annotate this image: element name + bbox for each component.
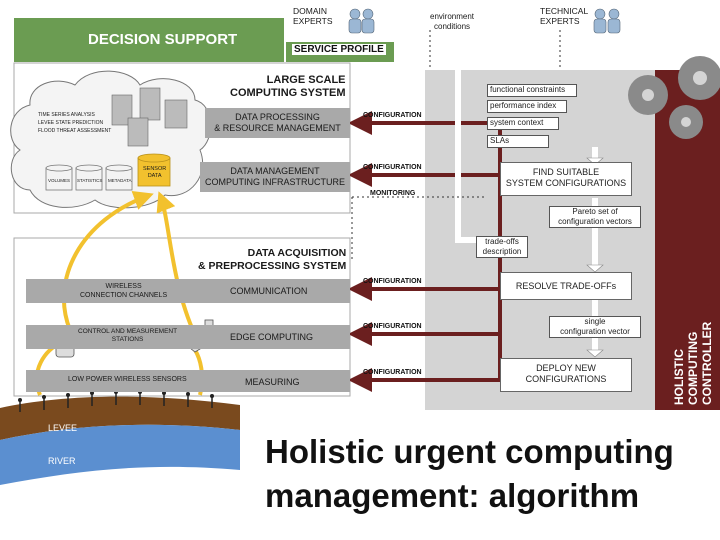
data-processing-band bbox=[205, 108, 350, 138]
configuration-tag-3: CONFIGURATION bbox=[363, 278, 422, 285]
yellow-arrow-right bbox=[156, 191, 197, 336]
large-scale-title: LARGE SCALE COMPUTING SYSTEM bbox=[230, 74, 346, 99]
resolve-tradeoffs-box: RESOLVE TRADE-OFFs bbox=[500, 272, 632, 300]
deploy-box: DEPLOY NEW CONFIGURATIONS bbox=[500, 358, 632, 392]
people-icons bbox=[348, 8, 621, 34]
pareto-set-label: Pareto set of configuration vectors bbox=[558, 207, 632, 226]
find-configurations-label: FIND SUITABLE SYSTEM CONFIGURATIONS bbox=[505, 167, 627, 188]
db-label-volumes: VOLUMES bbox=[48, 178, 71, 183]
yellow-arrow-left bbox=[61, 190, 154, 331]
db-label-statistics: STATISTICS bbox=[77, 178, 103, 183]
cloud-item-2: LEVEE STATE PREDICTION bbox=[38, 120, 104, 126]
sensor-icons bbox=[19, 392, 213, 412]
performance-index-box: performance index bbox=[487, 100, 567, 113]
system-context-box: system context bbox=[487, 117, 559, 130]
low-power-sensors-label: LOW POWER WIRELESS SENSORS bbox=[68, 376, 187, 383]
river-label: RIVER bbox=[48, 456, 76, 466]
db-label-metadata: METADATA bbox=[108, 178, 132, 183]
cloud-item-1: TIME SERIES ANALYSIS bbox=[38, 112, 95, 118]
configuration-tag-2: CONFIGURATION bbox=[363, 164, 422, 171]
sensor-data-icon bbox=[137, 153, 171, 187]
levee-label: LEVEE bbox=[48, 423, 78, 433]
decision-support-title: DECISION SUPPORT bbox=[88, 31, 238, 48]
deploy-label: DEPLOY NEW CONFIGURATIONS bbox=[525, 363, 607, 384]
communication-label: COMMUNICATION bbox=[230, 286, 308, 296]
data-management-band bbox=[200, 162, 350, 192]
configuration-tag-4: CONFIGURATION bbox=[363, 323, 422, 330]
wireless-band bbox=[26, 279, 350, 303]
domain-experts-label: DOMAIN EXPERTS bbox=[293, 6, 333, 26]
sensor-data-label: SENSOR DATA bbox=[143, 166, 167, 179]
configuration-tag-5: CONFIGURATION bbox=[363, 369, 422, 376]
decision-support-banner bbox=[14, 18, 284, 62]
river-shape bbox=[0, 424, 240, 485]
pareto-set-box: Pareto set of configuration vectors bbox=[549, 206, 641, 228]
edge-band bbox=[26, 325, 350, 349]
functional-constraints-box: functional constraints bbox=[487, 84, 577, 97]
wireless-channels-label: WIRELESS CONNECTION CHANNELS bbox=[80, 283, 168, 299]
monitoring-tag: MONITORING bbox=[370, 190, 416, 197]
acquisition-frame bbox=[13, 237, 351, 397]
slide-caption: Holistic urgent computing management: al… bbox=[265, 433, 674, 514]
cloud-item-3: FLOOD THREAT ASSESSMENT bbox=[38, 128, 112, 134]
database-icons bbox=[45, 164, 133, 191]
single-vector-box: single configuration vector bbox=[549, 316, 641, 338]
configuration-tag-1: CONFIGURATION bbox=[363, 112, 422, 119]
controller-title: HOLISTIC COMPUTING CONTROLLER bbox=[672, 321, 714, 405]
acquisition-title: DATA ACQUISITION & PREPROCESSING SYSTEM bbox=[198, 247, 347, 272]
technical-experts-label: TECHNICAL EXPERTS bbox=[540, 6, 589, 26]
edge-computing-label: EDGE COMPUTING bbox=[230, 332, 314, 342]
measuring-label: MEASURING bbox=[245, 377, 300, 387]
tradeoffs-box: trade-offs description bbox=[476, 236, 528, 258]
data-processing-label: DATA PROCESSING & RESOURCE MANAGEMENT bbox=[214, 112, 341, 133]
slas-box: SLAs bbox=[487, 135, 549, 148]
find-configurations-box: FIND SUITABLE SYSTEM CONFIGURATIONS bbox=[500, 162, 632, 196]
tradeoffs-label: trade-offs description bbox=[482, 237, 522, 256]
measuring-band bbox=[26, 370, 350, 392]
levee-shape bbox=[0, 396, 240, 440]
environment-conditions-label: environment conditions bbox=[430, 12, 475, 31]
data-management-label: DATA MANAGEMENT COMPUTING INFRASTRUCTURE bbox=[205, 166, 345, 187]
service-profile-label: SERVICE PROFILE bbox=[292, 44, 386, 55]
single-vector-label: single configuration vector bbox=[560, 317, 630, 336]
control-stations-label: CONTROL AND MEASUREMENT STATIONS bbox=[78, 328, 178, 343]
resolve-tradeoffs-label: RESOLVE TRADE-OFFs bbox=[515, 281, 617, 291]
server-icons bbox=[111, 87, 188, 147]
